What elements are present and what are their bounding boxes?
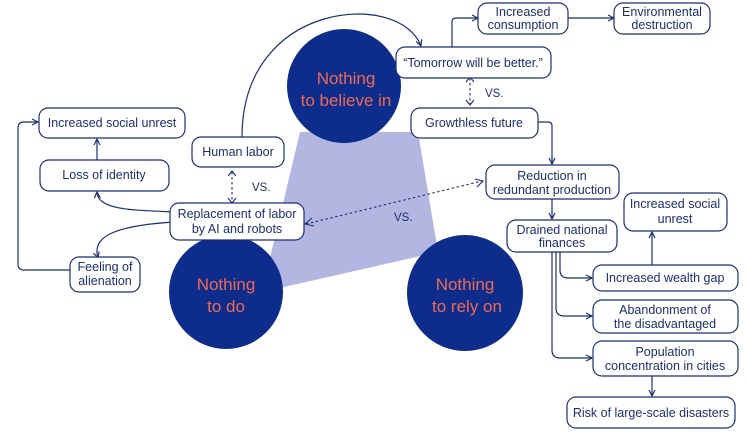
node-abandonment-of-the-disadvantaged: Abandonment of the disadvantaged [592,299,739,334]
circle-nothing-to-believe-in: Nothing to believe in [287,29,401,143]
node-risk-of-large-scale-disasters: Risk of large-scale disasters [566,396,736,429]
node-label: Increased social unrest [48,116,177,130]
node-feeling-of-alienation: Feeling of alienation [69,256,141,293]
node-tomorrow-will-be-better: “Tomorrow will be better.” [395,46,552,79]
node-label: “Tomorrow will be better.” [403,56,543,70]
vs-label-middle: VS. [394,212,413,224]
node-label-line-1: Population [635,345,694,359]
node-population-concentration-in-cities: Population concentration in cities [592,340,739,377]
circle-line-1: Nothing [317,69,376,88]
node-label-line-1: Increased [496,5,551,19]
central-triangle [262,132,438,292]
node-label: Loss of identity [62,168,146,182]
node-environmental-destruction: Environmental destruction [613,2,711,35]
node-label-line-2: redundant production [493,183,611,197]
edge-alienation-to-unrest [17,122,70,271]
node-label-line-1: Reduction in [517,169,587,183]
node-growthless-future: Growthless future [410,107,539,139]
node-label-line-1: Drained national [516,223,607,237]
node-label-line-1: Replacement of labor [178,207,297,221]
node-loss-of-identity: Loss of identity [39,159,170,192]
circle-line-2: to believe in [301,91,392,110]
circle-nothing-to-do: Nothing to do [169,235,283,349]
node-label-line-2: finances [539,236,586,250]
edge-growthless-to-reduction [538,121,552,164]
node-label: Growthless future [425,116,523,130]
node-label: Risk of large-scale disasters [573,406,729,420]
node-label: Human labor [202,145,274,159]
node-label-line-2: the disadvantaged [614,317,716,331]
node-increased-social-unrest-left: Increased social unrest [38,107,186,139]
node-label-line-1: Feeling of [78,260,133,274]
edge-drained-to-wealthgap [559,252,592,278]
node-reduction-in-redundant-production: Reduction in redundant production [485,164,620,200]
circle-nothing-to-rely-on: Nothing to rely on [407,235,523,351]
node-label-line-2: destruction [631,18,692,32]
node-drained-national-finances: Drained national finances [506,219,618,253]
vs-dashed-replacement-reduction [305,180,483,225]
node-increased-consumption: Increased consumption [477,2,569,35]
edge-drained-to-abandonment [555,252,592,316]
node-label-line-2: concentration in cities [605,359,725,373]
node-label-line-2: consumption [488,18,559,32]
circle-line-2: to rely on [432,297,502,316]
node-replacement-of-labor: Replacement of labor by AI and robots [169,202,305,241]
node-label-line-2: alienation [78,274,132,288]
circle-line-1: Nothing [197,275,256,294]
node-label-line-1: Increased social [630,197,720,211]
circle-line-2: to do [207,297,245,316]
node-increased-wealth-gap: Increased wealth gap [592,264,739,292]
edge-human-labor-to-tomorrow [241,13,421,138]
node-label-line-2: unrest [658,212,693,226]
edge-drained-to-population [551,252,592,358]
node-label: Increased wealth gap [606,271,725,285]
edge-replacement-to-alienation [97,221,175,258]
vs-label-left: VS. [252,182,271,194]
node-label-line-2: by AI and robots [192,222,282,236]
node-label-line-1: Abandonment of [619,303,711,317]
node-human-labor: Human labor [191,136,285,168]
connector-lines [17,13,652,396]
edge-replacement-to-identity [97,192,177,213]
circle-line-1: Nothing [436,275,495,294]
node-increased-social-unrest-right: Increased social unrest [623,192,728,232]
edge-tomorrow-to-consumption [451,18,478,47]
node-label-line-1: Environmental [622,5,702,19]
vs-label-top: VS. [485,88,504,100]
